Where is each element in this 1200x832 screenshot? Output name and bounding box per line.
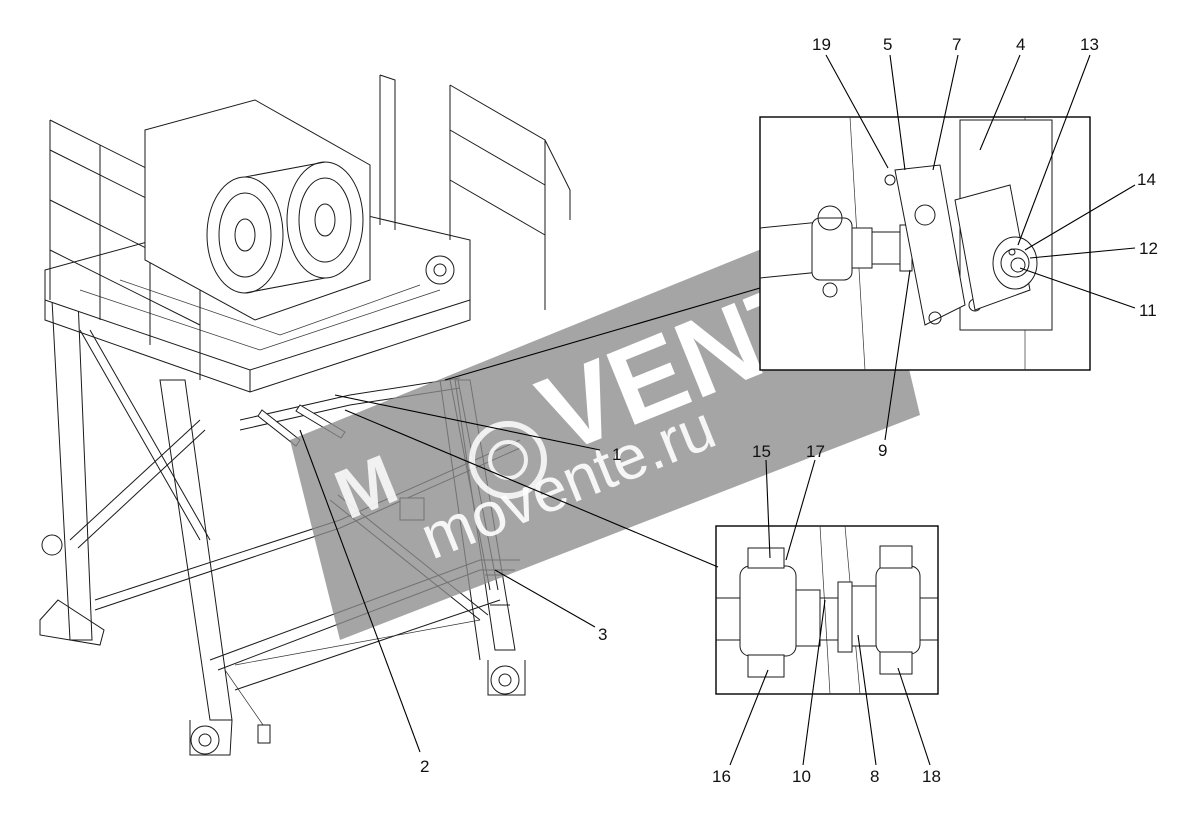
callout-7: 7 [952,35,961,54]
callout-16: 16 [712,767,731,786]
bottom-pins [224,619,481,744]
winch-drums [144,99,455,321]
callout-3: 3 [598,625,607,644]
callout-8: 8 [870,767,879,786]
detail-view-top [759,116,1091,371]
callout-13: 13 [1080,35,1099,54]
watermark-logo-icon [469,421,547,499]
callout-4: 4 [1016,35,1025,54]
callout-18: 18 [922,767,941,786]
callout-14: 14 [1137,170,1156,189]
callout-19: 19 [812,35,831,54]
callout-17: 17 [806,442,825,461]
callout-11: 11 [1139,301,1157,320]
callout-labels: 1 2 3 4 5 7 8 9 10 11 12 13 14 15 16 17 … [420,35,1158,786]
callout-12: 12 [1139,239,1158,258]
callout-15: 15 [752,442,771,461]
callout-1: 1 [612,445,621,464]
leader-lines [299,54,1136,766]
callout-10: 10 [792,767,811,786]
callout-5: 5 [883,35,892,54]
detail-view-bottom [715,525,939,695]
callout-9: 9 [878,441,887,460]
callout-2: 2 [420,757,429,776]
